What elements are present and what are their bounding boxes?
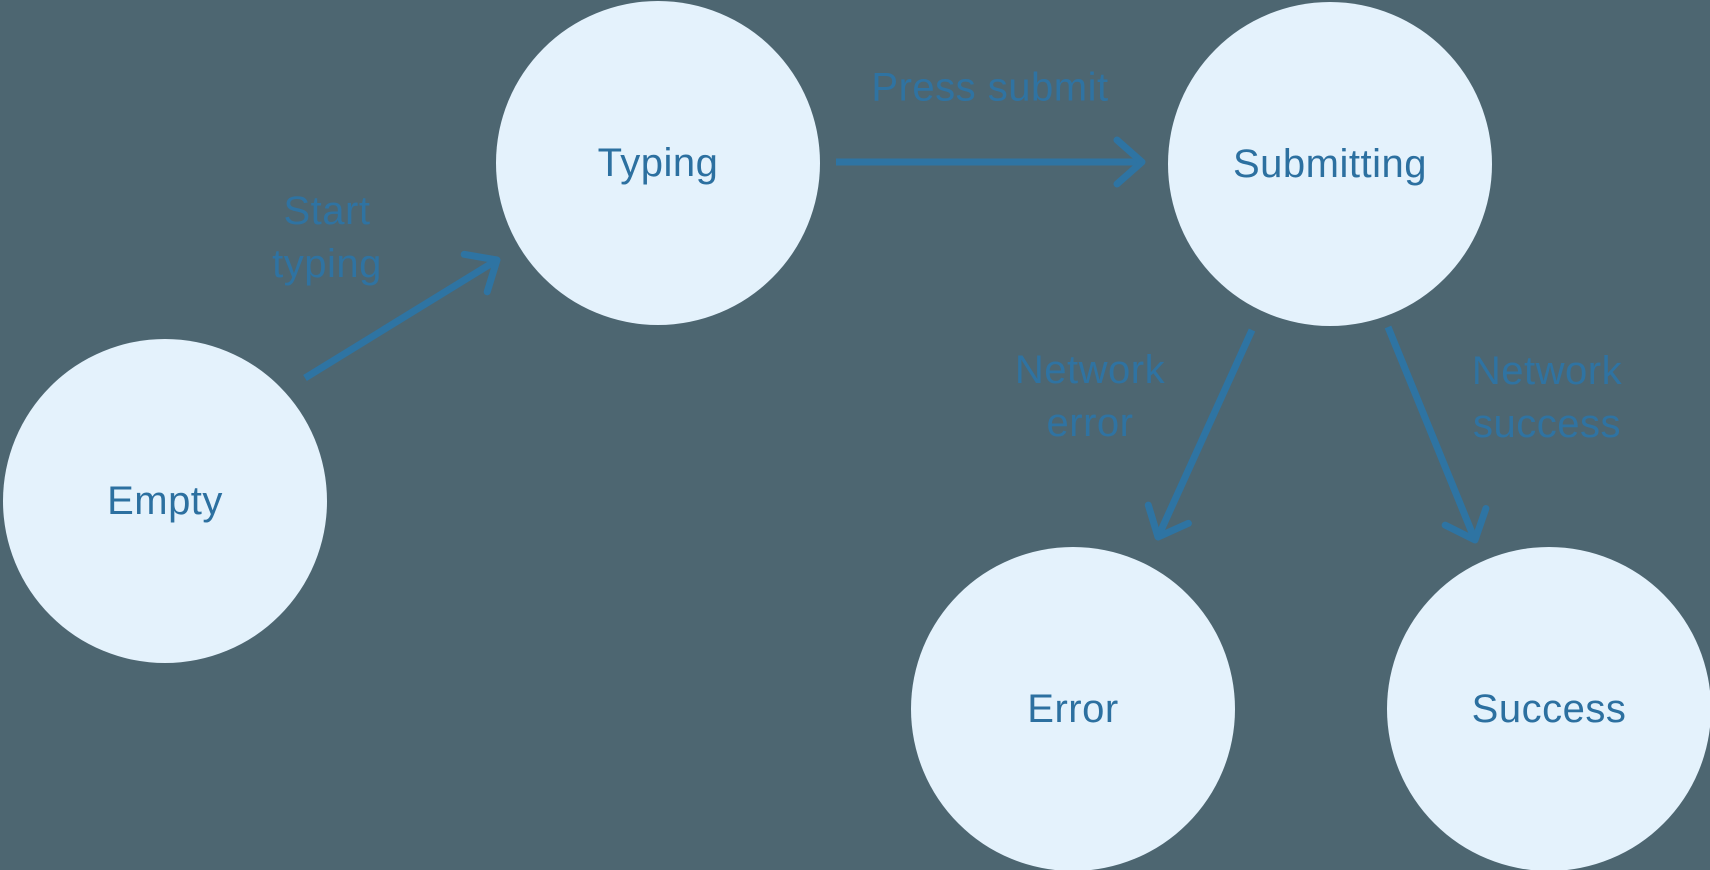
state-node-label-success: Success <box>1471 686 1627 731</box>
state-node-label-submitting: Submitting <box>1233 141 1427 186</box>
state-node-submitting: Submitting <box>1168 2 1492 326</box>
transition-label-line: Press submit <box>871 65 1109 110</box>
transition-arrow-network-error <box>1144 328 1256 541</box>
transition-label-line: Network <box>1014 348 1166 392</box>
transition-label-line: error <box>1046 401 1134 445</box>
state-node-label-typing: Typing <box>597 140 719 185</box>
transition-arrow-network-success <box>1384 325 1490 544</box>
transition-label-line: typing <box>272 242 382 286</box>
transition-label-line: Network <box>1471 349 1623 393</box>
transition-label-network-error: Network error <box>1015 344 1165 450</box>
transition-arrow-start-typing <box>303 250 501 381</box>
state-node-empty: Empty <box>3 339 327 663</box>
transition-label-network-success: Network success <box>1472 345 1622 451</box>
transition-label-press-submit: Press submit <box>871 62 1108 115</box>
state-node-typing: Typing <box>496 1 820 325</box>
transition-label-line: Start <box>283 189 371 233</box>
edge-lines-group <box>303 136 1490 544</box>
state-node-label-error: Error <box>1027 686 1119 731</box>
transition-label-start-typing: Start typing <box>272 185 382 291</box>
state-node-label-empty: Empty <box>107 478 223 523</box>
state-node-error: Error <box>911 547 1235 870</box>
transition-label-line: success <box>1472 402 1621 446</box>
state-node-success: Success <box>1387 547 1710 870</box>
